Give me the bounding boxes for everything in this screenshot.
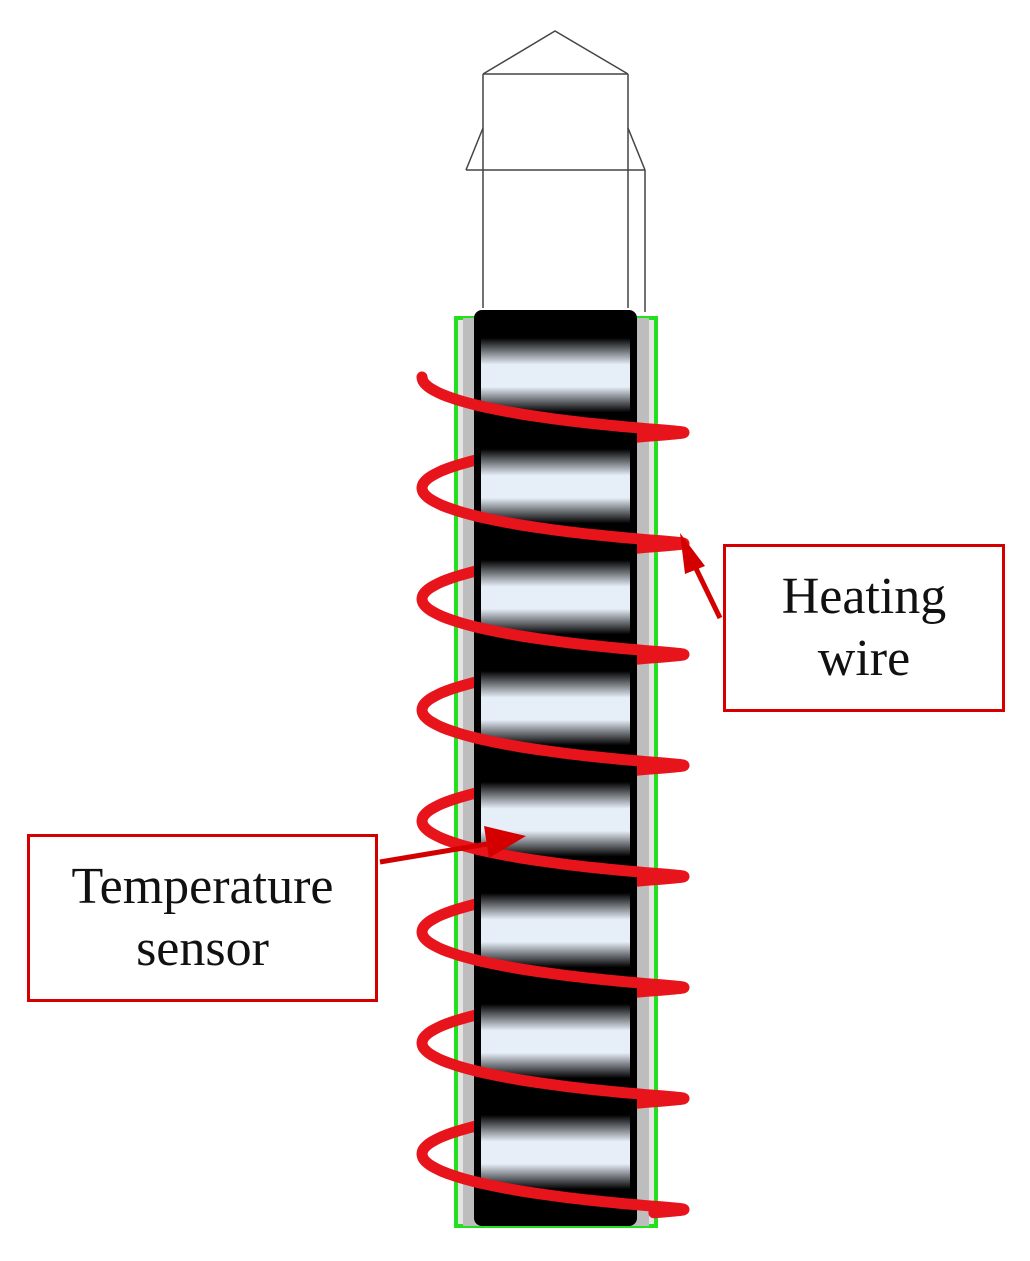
temperature-sensor-arrowhead <box>484 826 526 858</box>
heating-wire-front <box>416 371 690 1215</box>
heating-wire-callout: Heating wire <box>723 544 1005 712</box>
temperature-sensor-callout: Temperature sensor <box>27 834 378 1002</box>
heating-wire-arrowhead <box>680 533 705 574</box>
probe-tip <box>465 30 646 312</box>
temperature-sensor-label-line1: Temperature <box>71 858 334 915</box>
heating-wire-label-line1: Heating <box>781 568 947 625</box>
temperature-sensor-label-line2: sensor <box>136 920 269 977</box>
heating-wire-label-line2: wire <box>817 630 911 687</box>
callout-arrows <box>379 533 723 865</box>
